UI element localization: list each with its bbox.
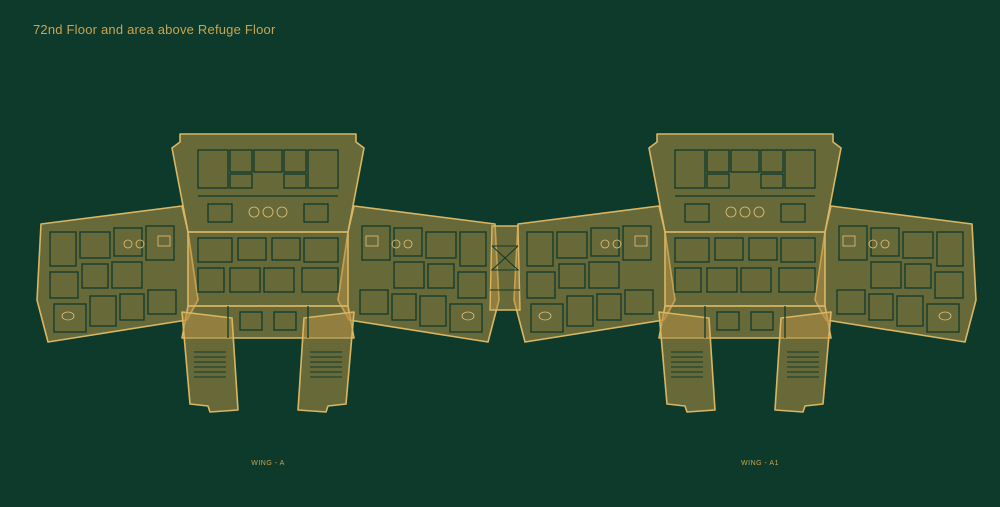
wing-a1-label: WING - A1 xyxy=(741,460,779,467)
link-bridge xyxy=(489,225,521,311)
wing-a-label: WING - A xyxy=(251,460,285,467)
wing-a1-plan xyxy=(513,133,977,413)
wing-a-plan xyxy=(36,133,500,413)
page-title: 72nd Floor and area above Refuge Floor xyxy=(33,22,276,37)
